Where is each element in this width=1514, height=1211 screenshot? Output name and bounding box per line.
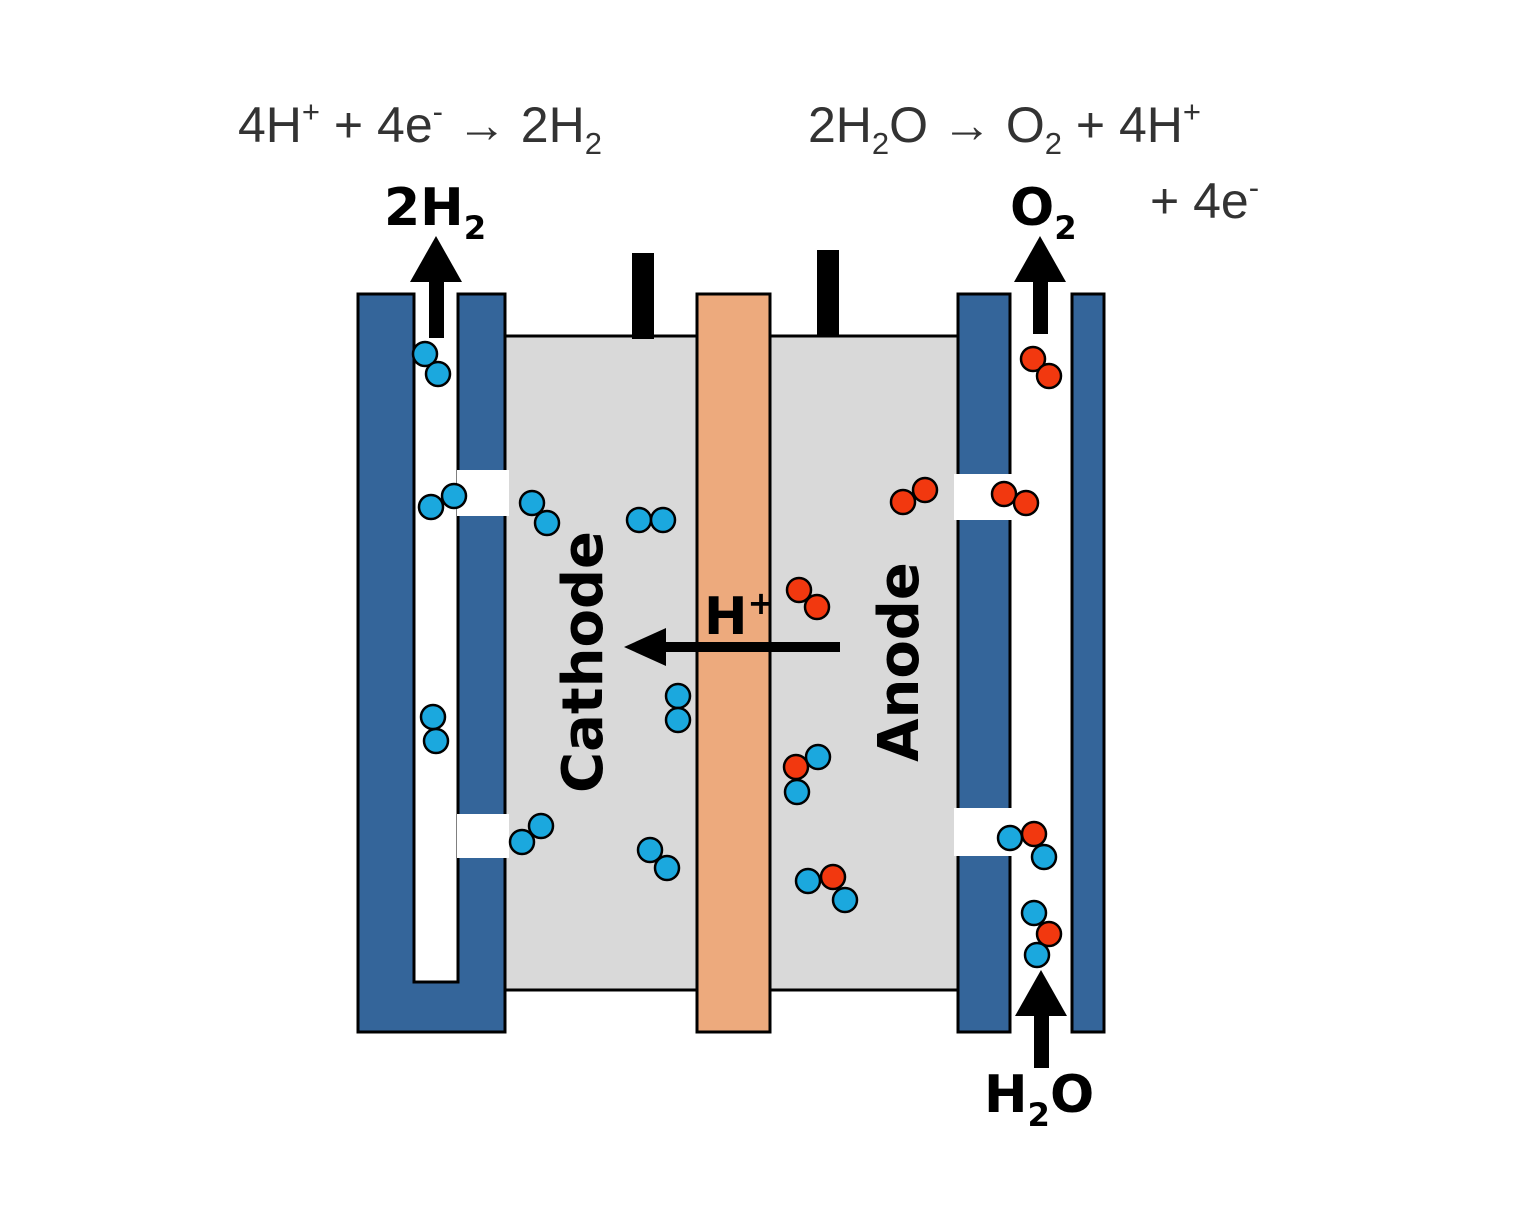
- proton-transport-arrow: [624, 628, 840, 666]
- o2-output-label: O2: [1010, 178, 1077, 247]
- h2-molecule: [664, 682, 692, 734]
- hydrogen-atom: [804, 743, 832, 771]
- o2-outflow-arrow: [1014, 236, 1066, 334]
- hydrogen-atom: [783, 778, 811, 806]
- proton-label: H+: [704, 584, 775, 647]
- oxygen-atom: [990, 480, 1018, 508]
- hydrogen-atom: [440, 482, 468, 510]
- h2o-molecule: [1020, 899, 1063, 969]
- molecules-layer: [411, 340, 1063, 969]
- oxygen-atom: [785, 576, 813, 604]
- hydrogen-atom: [636, 836, 664, 864]
- cathode-terminal: [632, 253, 654, 339]
- hydrogen-atom: [419, 703, 447, 731]
- hydrogen-atom: [533, 509, 561, 537]
- oxygen-atom: [889, 488, 917, 516]
- hydrogen-atom: [664, 682, 692, 710]
- proton-exchange-membrane: [695, 292, 772, 1034]
- oxygen-atom: [911, 476, 939, 504]
- hydrogen-atom: [518, 489, 546, 517]
- h2-molecule: [625, 506, 677, 534]
- hydrogen-atom: [1020, 899, 1048, 927]
- anode-terminal: [817, 250, 839, 336]
- hydrogen-atom: [424, 360, 452, 388]
- hydrogen-atom: [794, 867, 822, 895]
- h2-molecule: [411, 340, 452, 388]
- anode-reaction-equation-line1: 2H2O → O2 + 4H+: [808, 94, 1201, 161]
- h2o-molecule: [782, 743, 832, 806]
- hydrogen-atom: [649, 506, 677, 534]
- oxygen-atom: [1012, 489, 1040, 517]
- h2-molecule: [419, 703, 450, 755]
- o2-molecule: [785, 576, 831, 621]
- h2-molecule: [417, 482, 468, 521]
- h2-molecule: [508, 812, 555, 856]
- o2-molecule: [1019, 345, 1063, 390]
- hydrogen-atom: [1030, 843, 1058, 871]
- hydrogen-atom: [411, 340, 439, 368]
- h2-molecule: [518, 489, 561, 537]
- anode-reaction-equation-line2: + 4e-: [1150, 170, 1259, 229]
- oxygen-atom: [803, 593, 831, 621]
- h2o-input-label: H2O: [984, 1065, 1094, 1134]
- hydrogen-atom: [664, 706, 692, 734]
- hydrogen-atom: [653, 854, 681, 882]
- h2o-inflow-arrow: [1015, 970, 1067, 1068]
- oxygen-atom: [1019, 345, 1047, 373]
- oxygen-atom: [782, 753, 810, 781]
- cathode-label: Cathode: [551, 531, 616, 793]
- hydrogen-atom: [831, 886, 859, 914]
- hydrogen-atom: [1023, 941, 1051, 969]
- hydrogen-atom: [527, 812, 555, 840]
- o2-molecule: [889, 476, 939, 516]
- oxygen-atom: [1035, 920, 1063, 948]
- cathode-reaction-equation: 4H+ + 4e- → 2H2: [238, 94, 602, 161]
- hydrogen-atom: [417, 493, 445, 521]
- h2o-molecule: [996, 820, 1058, 871]
- oxygen-atom: [819, 863, 847, 891]
- hydrogen-atom: [422, 727, 450, 755]
- oxygen-atom: [1020, 820, 1048, 848]
- hydrogen-atom: [508, 828, 536, 856]
- h2-output-label: 2H2: [384, 178, 486, 247]
- hydrogen-atom: [625, 506, 653, 534]
- o2-molecule: [990, 480, 1040, 517]
- cathode-flow-plate: [356, 292, 509, 1034]
- h2-outflow-arrow: [410, 236, 462, 338]
- oxygen-atom: [1035, 362, 1063, 390]
- h2-molecule: [636, 836, 681, 882]
- h2o-molecule: [794, 863, 859, 914]
- anode-label: Anode: [867, 562, 932, 762]
- hydrogen-atom: [996, 824, 1024, 852]
